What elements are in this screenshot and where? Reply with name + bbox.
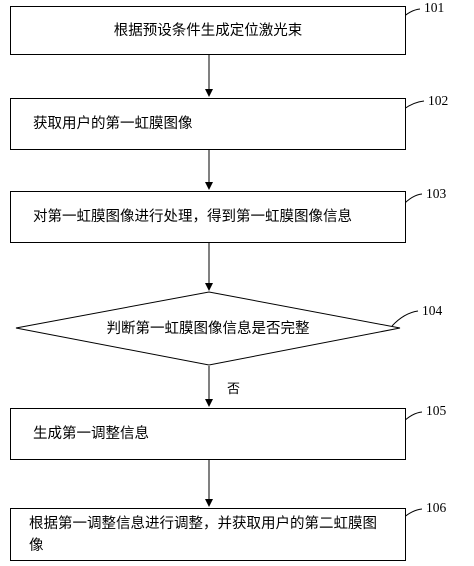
callout-102 [403, 100, 425, 110]
decision-text-104: 判断第一虹膜图像信息是否完整 [106, 321, 310, 337]
ref-number-106: 106 [426, 500, 447, 515]
edge-label-no: 否 [227, 382, 241, 397]
step-text-106: 根据第一调整信息进行调整，并获取用户的第二虹膜图像 [29, 515, 377, 554]
step-text-105: 生成第一调整信息 [33, 426, 149, 442]
step-text-101: 根据预设条件生成定位激光束 [113, 22, 303, 39]
ref-number-101: 101 [424, 0, 445, 15]
step-box-106: 根据第一调整信息进行调整，并获取用户的第二虹膜图像 [10, 508, 406, 561]
ref-number-102: 102 [428, 93, 449, 108]
step-box-103: 对第一虹膜图像进行处理，得到第一虹膜图像信息 [10, 191, 406, 243]
step-text-102: 获取用户的第一虹膜图像 [33, 116, 193, 132]
decision-diamond-104 [15, 291, 401, 366]
callout-104 [391, 310, 419, 327]
step-box-101: 根据预设条件生成定位激光束 [10, 6, 406, 55]
step-box-105: 生成第一调整信息 [10, 408, 406, 460]
ref-number-105: 105 [426, 403, 447, 418]
step-text-103: 对第一虹膜图像进行处理，得到第一虹膜图像信息 [33, 209, 352, 225]
ref-number-103: 103 [426, 186, 447, 201]
ref-number-104: 104 [422, 303, 443, 318]
step-box-102: 获取用户的第一虹膜图像 [10, 98, 406, 150]
